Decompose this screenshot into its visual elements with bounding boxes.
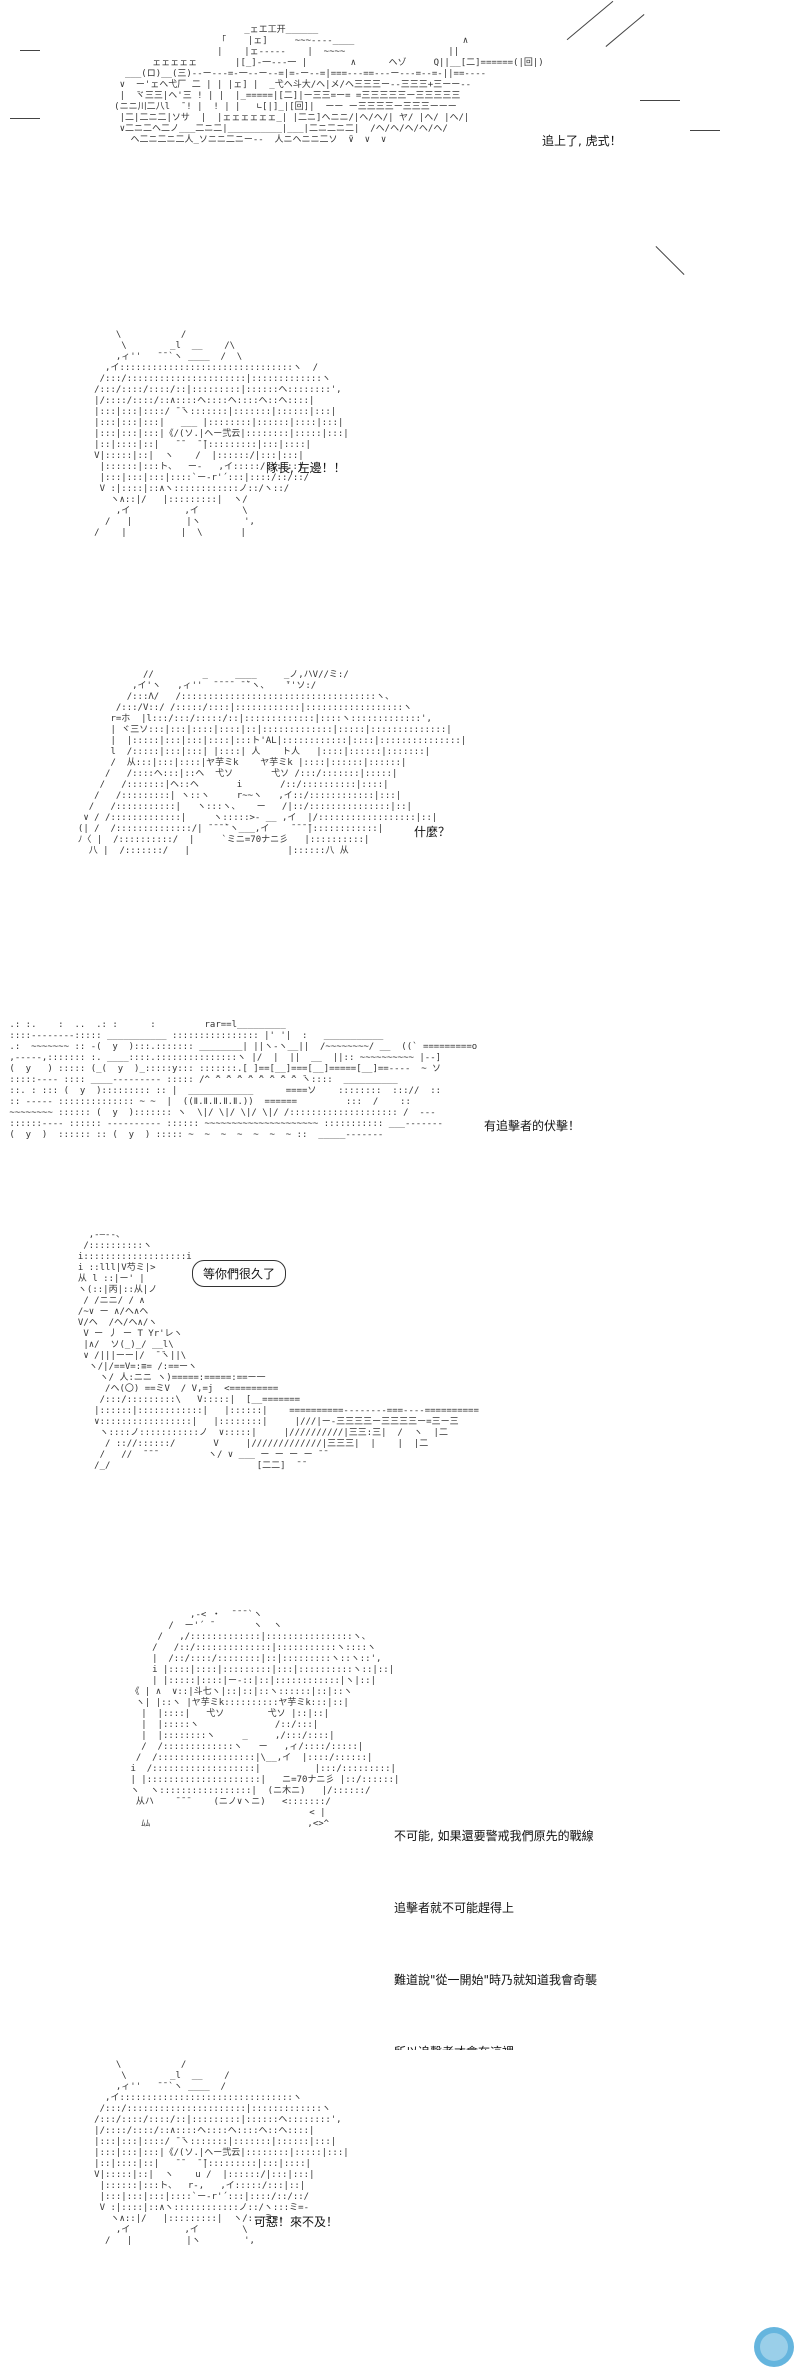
speech-bubble: 等你們很久了 — [192, 1260, 287, 1287]
ascii-art-character: // _ ____ _ノ,ハV//ミ:/ ,イ'ヽ ,ィ'' ̄ ̄ ̄ ̄ ̄… — [77, 670, 467, 856]
panel-7: \ / \ _l __ / ,ィ'' ̄ ̄ `ヽ ____ / ,イ:::::… — [0, 2050, 800, 2373]
speech-text: 什麼？ — [414, 825, 451, 839]
speech-line: 不可能, 如果還要警戒我們原先的戰線 — [394, 1829, 594, 1843]
panel-5: 等你們很久了 ,-―--、 /::::::::::ヽ i::::::::::::… — [0, 1210, 800, 1580]
speed-line — [640, 100, 680, 101]
speech-line: 追擊者就不可能趕得上 — [394, 1901, 515, 1915]
speech-text: 可惡！來不及！ — [254, 2215, 339, 2229]
speed-line — [20, 50, 40, 51]
speech-line: 難道說"從一開始"時乃就知道我會奇襲 — [394, 1973, 598, 1987]
speech-text-block: 不可能, 如果還要警戒我們原先的戰線 追擊者就不可能趕得上 難道說"從一開始"時… — [394, 1776, 597, 2050]
speed-line — [10, 118, 40, 119]
ascii-art-ambush-scene: .: :. : .. .: : : rar==l_________ ::::--… — [9, 1020, 478, 1140]
ascii-art-character: \ / \ _l __ /\ ,ィ'' ̄ ̄ `ヽ ____ / \ ,イ::… — [94, 330, 349, 538]
speed-line — [690, 130, 720, 131]
ascii-art-character: \ / \ _l __ / ,ィ'' ̄ ̄ `ヽ ____ / ,イ:::::… — [94, 2060, 349, 2246]
speech-text: 追上了, 虎式！ — [542, 134, 622, 148]
speech-text: 隊長, 左邊！！ — [266, 461, 346, 475]
panel-1: _ェエ工开______ 「 |ェ] ~~~----____ ∧ | |ェ----… — [0, 0, 800, 300]
speech-line: 所以追擊者才會在這裡 — [394, 2040, 597, 2050]
ascii-art-character: ,-< ・ ̄ ̄ ̄ `ヽ / ー'´ ̄ ヽ ヽ / ,/:::::::::… — [130, 1610, 400, 1829]
speed-line — [655, 246, 685, 275]
ascii-art-character-with-gun: ,-―--、 /::::::::::ヽ i:::::::::::::::::::… — [77, 1230, 479, 1471]
dm5-logo-icon — [754, 2327, 794, 2367]
speech-text: 有追擊者的伏擊！ — [484, 1119, 581, 1133]
speed-line — [605, 14, 645, 47]
panel-4: .: :. : .. .: : : rar==l_________ ::::--… — [0, 1000, 800, 1210]
panel-6: ,-< ・ ̄ ̄ ̄ `ヽ / ー'´ ̄ ヽ ヽ / ,/:::::::::… — [0, 1580, 800, 2050]
panel-2: \ / \ _l __ /\ ,ィ'' ̄ ̄ `ヽ ____ / \ ,イ::… — [0, 320, 800, 660]
ascii-art-tank: _ェエ工开______ 「 |ェ] ~~~----____ ∧ | |ェ----… — [114, 25, 544, 145]
panel-3: // _ ____ _ノ,ハV//ミ:/ ,イ'ヽ ,ィ'' ̄ ̄ ̄ ̄ ̄… — [0, 660, 800, 1000]
speed-line — [566, 0, 614, 41]
